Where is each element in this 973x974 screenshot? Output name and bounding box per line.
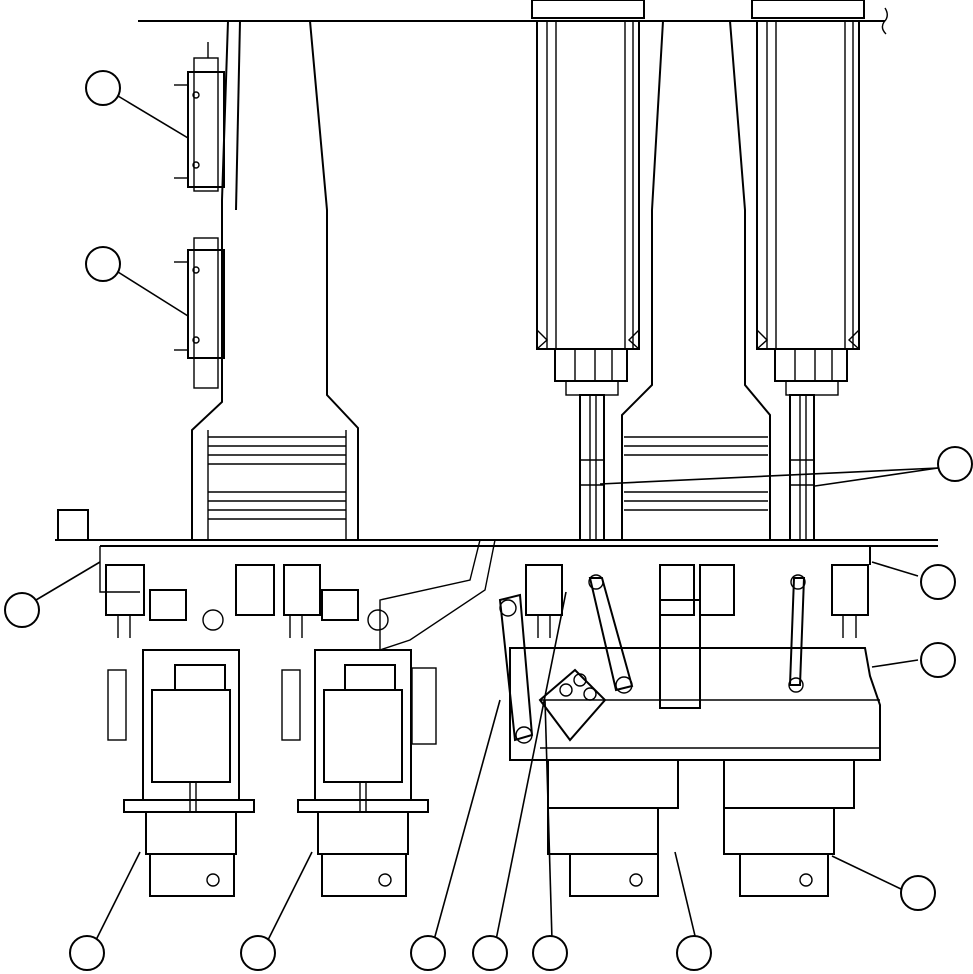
clip-bracket-upper xyxy=(174,42,225,192)
linkage-arms xyxy=(379,539,806,744)
connector-row xyxy=(105,564,869,638)
deck-plate xyxy=(55,509,938,593)
callout-1 xyxy=(85,70,121,106)
callout-balloons xyxy=(4,70,973,971)
callout-13 xyxy=(676,935,712,971)
clip-bracket-lower xyxy=(174,237,225,389)
valve-unit-1 xyxy=(107,649,255,897)
callout-12 xyxy=(532,935,568,971)
right-cylinder-1 xyxy=(531,0,645,541)
callout-11 xyxy=(472,935,508,971)
callout-8 xyxy=(69,935,105,971)
valve-unit-2 xyxy=(281,649,437,897)
callout-7 xyxy=(900,875,936,911)
right-lower-assembly xyxy=(509,599,881,897)
callout-9 xyxy=(240,935,276,971)
callout-3 xyxy=(937,446,973,482)
callout-5 xyxy=(920,564,956,600)
callout-10 xyxy=(410,935,446,971)
left-funnel-column xyxy=(191,20,359,540)
leader-lines xyxy=(35,95,939,941)
callout-2 xyxy=(85,246,121,282)
right-cylinder-2 xyxy=(751,0,865,541)
callout-4 xyxy=(4,592,40,628)
middle-funnel-column xyxy=(621,20,771,540)
callout-6 xyxy=(920,642,956,678)
